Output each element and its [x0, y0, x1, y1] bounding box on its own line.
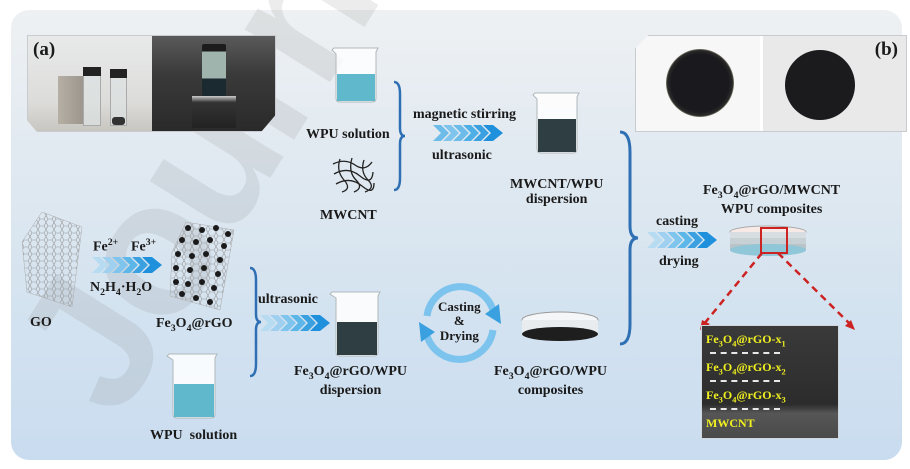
composites-word: composites — [517, 382, 584, 398]
beaker-mwcnt-wpu — [532, 92, 580, 154]
petri-dish-film — [666, 49, 734, 117]
label-mwcnt-wpu-line2: dispersion — [525, 192, 588, 208]
arrow-ultrasonic-bottom — [260, 315, 330, 331]
brace-bottom — [249, 266, 262, 378]
sem-layer-3: Fe3O4@rGO-x3 — [706, 388, 786, 405]
label-wpu-solution-top: WPU solution — [306, 127, 390, 142]
label-drying: drying — [659, 254, 699, 269]
magnet-stand — [192, 96, 236, 128]
arrow-top — [433, 125, 503, 141]
label-fe2: Fe2+ — [93, 237, 119, 255]
petri-dish-composite — [521, 311, 599, 341]
beaker-fe3o4-rgo-wpu — [329, 291, 381, 357]
label-mwcnt-wpu-line1: MWCNT/WPU — [510, 177, 604, 192]
mwcnt-icon — [332, 157, 375, 193]
fe2-base: Fe — [93, 239, 108, 255]
sem-layer-1: Fe3O4@rGO-x1 — [706, 332, 786, 349]
layered-composite-disc — [729, 225, 807, 256]
label-magnetic-stirring: magnetic stirring — [413, 107, 517, 122]
arrow-go-to-fe3o4 — [92, 257, 162, 273]
cycle-arrows-icon — [419, 283, 501, 363]
cycle-drying: Drying — [439, 327, 479, 343]
sem-layer-2: Fe3O4@rGO-x2 — [706, 360, 786, 377]
sem-divider-3 — [710, 408, 780, 410]
magnet-block — [58, 76, 83, 124]
sem-layer-4: MWCNT — [706, 416, 755, 430]
fe2-sup: 2+ — [107, 237, 119, 248]
sem-divider-2 — [710, 380, 780, 382]
label-fe3: Fe3+ — [131, 237, 157, 255]
vial-on-magnet — [202, 44, 226, 96]
label-wpu-solution-bottom: WPU solution — [150, 428, 238, 443]
arrow-final — [647, 232, 717, 248]
label-go: GO — [30, 315, 52, 330]
vial-right — [110, 69, 127, 126]
label-mwcnt: MWCNT — [320, 208, 377, 223]
composite-film — [785, 50, 855, 120]
fe3-sup: 3+ — [145, 237, 157, 248]
go-sheet-icon — [22, 212, 83, 307]
final-title-line2: WPU composites — [720, 201, 823, 217]
beaker-wpu-top — [331, 47, 379, 103]
photo-a: (a) — [27, 35, 276, 132]
photo-b: (b) — [635, 35, 907, 132]
cycle-amp: & — [453, 313, 465, 329]
vial-left — [83, 67, 101, 126]
photo-b-right — [763, 36, 906, 131]
sem-divider-1 — [710, 352, 780, 354]
fe3o4-rgo-sheet-icon — [169, 222, 235, 311]
panel-label-b: (b) — [874, 39, 898, 60]
cycle-casting: Casting — [438, 299, 481, 314]
photo-a-right — [152, 36, 275, 131]
label-ultrasonic-top: ultrasonic — [432, 148, 492, 163]
dispersion-word: dispersion — [319, 382, 382, 398]
label-casting: casting — [656, 214, 698, 229]
brace-right — [619, 130, 639, 346]
fe3-base: Fe — [131, 239, 146, 255]
label-reductant: N2H4·H2O — [90, 280, 153, 298]
label-fe3o4-rgo: Fe3O4@rGO — [156, 316, 233, 334]
panel-label-a: (a) — [33, 39, 56, 60]
photo-a-left — [28, 36, 152, 131]
brace-top — [393, 80, 406, 192]
photo-b-left — [636, 36, 760, 131]
label-casting-drying-cycle: Casting & Drying — [438, 299, 481, 343]
sem-cross-section: Fe3O4@rGO-x1 Fe3O4@rGO-x2 Fe3O4@rGO-x3 M… — [701, 325, 839, 439]
beaker-wpu-bottom — [166, 353, 218, 419]
label-ultrasonic-bottom: ultrasonic — [258, 292, 318, 307]
zoom-lines — [700, 252, 855, 330]
